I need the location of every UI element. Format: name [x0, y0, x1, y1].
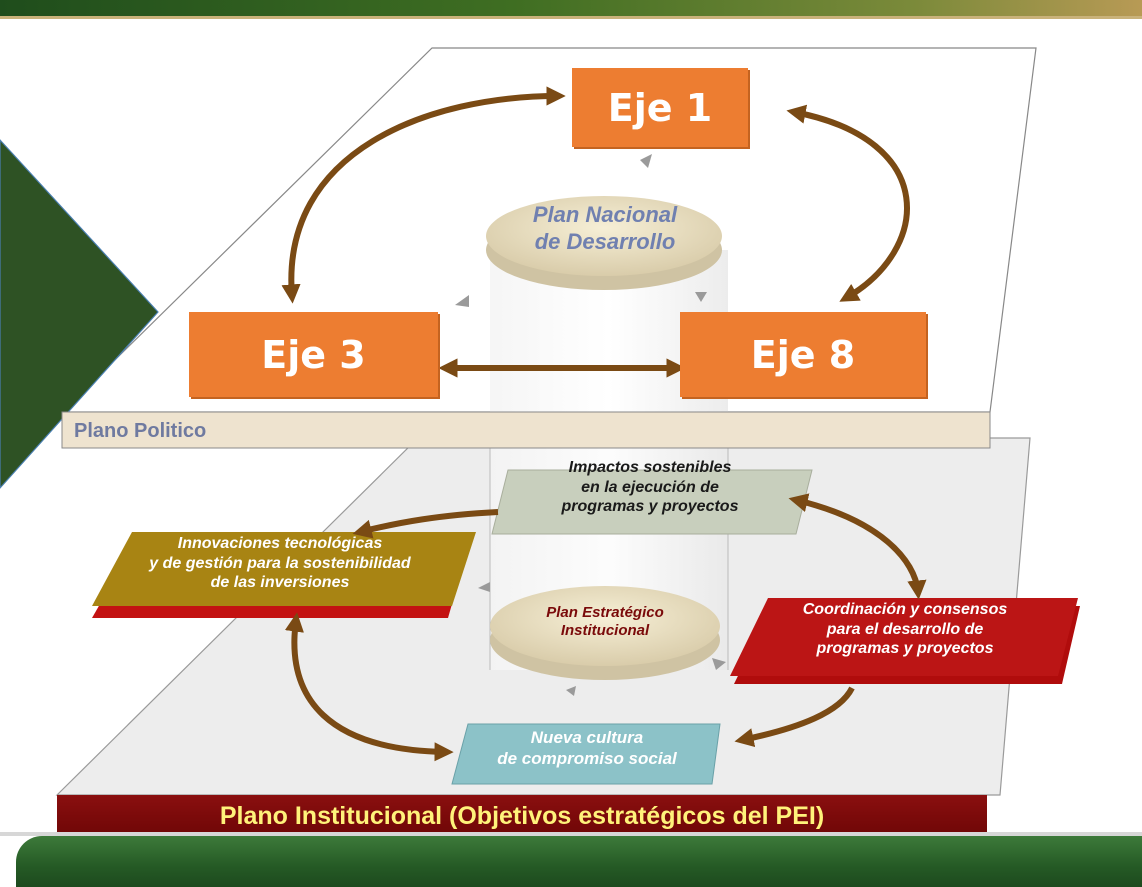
- bottom-decorative-bar: [16, 836, 1142, 887]
- plan-estrategico-disc: [490, 586, 720, 666]
- eje-1-box: Eje 1: [572, 68, 748, 147]
- innovaciones-label: Innovaciones tecnológicas y de gestión p…: [149, 535, 411, 592]
- top-accent-line: [0, 16, 1142, 19]
- nueva-cultura-label: Nueva cultura de compromiso social: [497, 728, 677, 768]
- connector-arrows: [455, 154, 726, 696]
- plan-estrategico-label: Plan Estratégico Institucional: [546, 604, 664, 640]
- nueva-cultura-box: [451, 723, 721, 785]
- eje-3-box: Eje 3: [189, 312, 438, 397]
- plano-institucional-banner: Plano Institucional (Objetivos estratégi…: [57, 795, 987, 837]
- coordinacion-box: [730, 598, 1078, 676]
- plan-nacional-label: Plan Nacional de Desarrollo: [532, 202, 678, 254]
- plano-politico-strip: [61, 411, 991, 449]
- innovaciones-box: [92, 532, 476, 606]
- lower-cycle-arrows: [284, 493, 927, 762]
- upper-cycle-arrows: [281, 86, 910, 378]
- plano-politico-label: Plano Politico: [74, 420, 207, 442]
- bottom-bar-rim: [0, 832, 1142, 836]
- top-decorative-bar: [0, 0, 1142, 16]
- eje-8-box: Eje 8: [680, 312, 926, 397]
- green-side-triangle: [0, 139, 159, 489]
- impactos-label: Impactos sostenibles en la ejecución de …: [561, 459, 739, 516]
- coordinacion-label: Coordinación y consensos para el desarro…: [802, 601, 1008, 658]
